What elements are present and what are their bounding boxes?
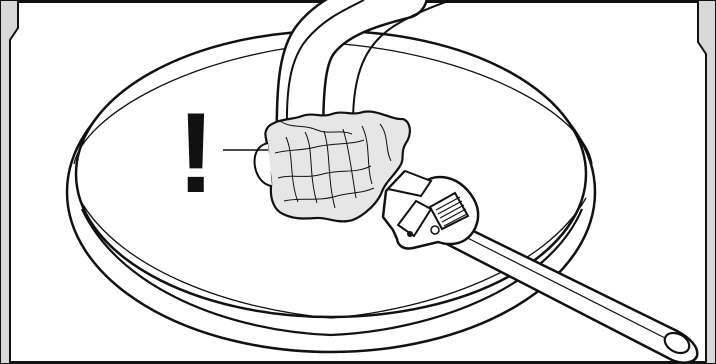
exclamation-icon: ! <box>177 90 215 217</box>
